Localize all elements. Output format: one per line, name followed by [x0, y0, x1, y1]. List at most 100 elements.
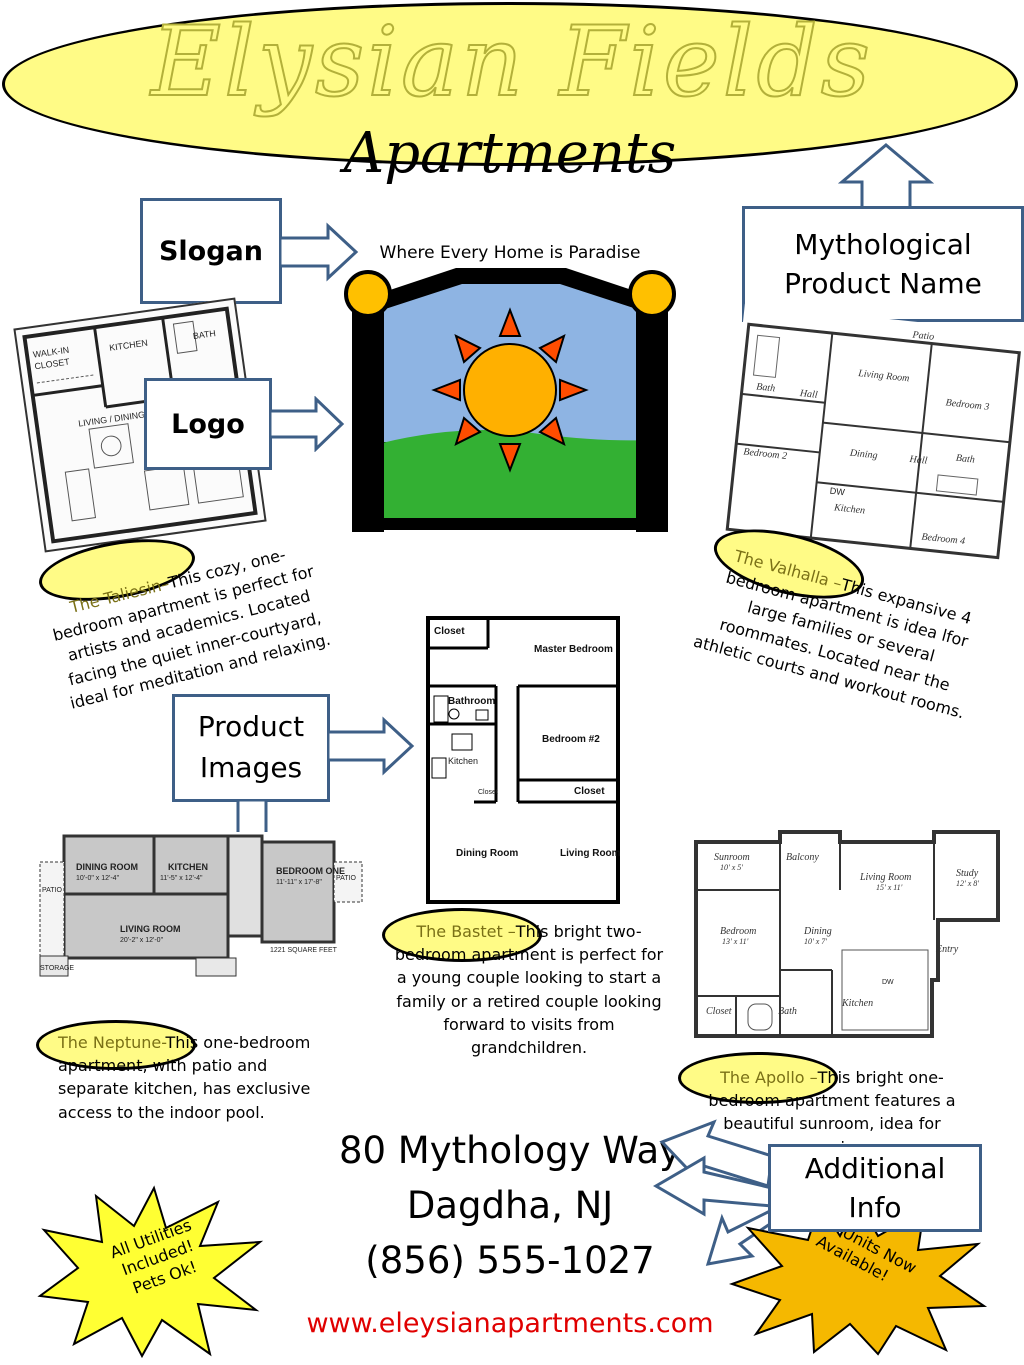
apollo-name: The Apollo –	[720, 1068, 818, 1087]
logo-callout-label: Logo	[171, 408, 245, 440]
logo-grass	[370, 430, 652, 518]
valhalla-patio-label: Patio	[911, 329, 935, 342]
apollo-balcony-label: Balcony	[786, 852, 819, 863]
valhalla-living-label: Living Room	[857, 368, 910, 384]
bastet-name: The Bastet –	[416, 922, 516, 941]
valhalla-dw-label: DW	[829, 486, 845, 498]
apollo-bedroom-label: Bedroom	[720, 926, 756, 937]
bastet-name-oval	[382, 908, 542, 962]
additional-info-callout-label: Additional Info	[804, 1151, 946, 1224]
logo-post-right	[636, 296, 668, 532]
slogan-callout-label: Slogan	[158, 235, 264, 267]
bastet-closet2-label: Closet	[478, 789, 498, 796]
apollo-sunroom-label: Sunroom	[714, 852, 750, 863]
valhalla-kitchen-label: Kitchen	[833, 502, 866, 516]
valhalla-bedroom4-label: Bedroom 4	[921, 532, 966, 548]
valhalla-bedroom2-label: Bedroom 2	[743, 446, 788, 462]
apollo-living-label: Living Room	[859, 872, 911, 883]
neptune-kitchen-label: KITCHEN	[168, 862, 208, 872]
valhalla-hall2-label: Hall	[908, 454, 928, 467]
logo-post-ball-right	[628, 270, 676, 318]
additional-info-callout: Additional Info	[768, 1144, 982, 1232]
neptune-floorplan: DINING ROOM 10'-0" x 12'-4" KITCHEN 11'-…	[36, 832, 364, 982]
bastet-closet-label: Closet	[434, 626, 465, 637]
neptune-sqft-label: 1221 SQUARE FEET	[270, 947, 338, 954]
product-name-callout: Mythological Product Name	[742, 206, 1024, 322]
taliesin-kitchen-label: KITCHEN	[109, 338, 149, 353]
utilities-burst	[37, 1185, 264, 1359]
bastet-floorplan: Closet Master Bedroom Bathroom Bedroom #…	[412, 612, 622, 908]
apollo-bath-label: Bath	[778, 1006, 797, 1017]
neptune-living-dim: 20'-2" x 12'-0"	[120, 937, 164, 944]
apollo-living-dim: 15' x 11'	[876, 883, 903, 892]
phone-line: (856) 555-1027	[365, 1238, 655, 1282]
valhalla-dining-label: Dining	[848, 448, 878, 462]
address-line: 80 Mythology Way	[338, 1129, 682, 1172]
neptune-patio-right: PATIO	[336, 875, 357, 882]
neptune-name: The Neptune-	[58, 1033, 166, 1052]
apartment-logo	[344, 268, 676, 532]
apollo-bedroom-dim: 13' x 11'	[722, 937, 749, 946]
apollo-dw-label: DW	[882, 979, 894, 986]
neptune-bedroom-label: BEDROOM ONE	[276, 866, 345, 876]
sun-disc	[463, 343, 557, 437]
neptune-dining-dim: 10'-0" x 12'-4"	[76, 875, 120, 882]
apollo-kitchen-label: Kitchen	[841, 998, 873, 1009]
page-title: Elysian Fields	[150, 6, 874, 118]
neptune-kitchen-dim: 11'-5" x 12'-4"	[160, 875, 203, 882]
website-link[interactable]: www.eleysianapartments.com	[306, 1308, 714, 1339]
apollo-dining-dim: 10' x 7'	[804, 937, 827, 946]
valhalla-hall-label: Hall	[798, 388, 818, 401]
bastet-dining-label: Dining Room	[456, 848, 518, 859]
address-block: 80 Mythology Way Dagdha, NJ (856) 555-10…	[300, 1124, 720, 1288]
bastet-bathroom-label: Bathroom	[448, 696, 495, 707]
apollo-name-oval	[678, 1052, 838, 1104]
slogan-arrow	[280, 222, 359, 282]
bastet-bedroom2-label: Bedroom #2	[542, 734, 600, 745]
page-subtitle: Apartments	[343, 121, 677, 186]
sun-icon	[431, 307, 589, 473]
product-images-arrow-right	[328, 716, 415, 776]
neptune-text: This one-bedroom apartment, with patio a…	[58, 1033, 311, 1122]
apollo-entry-label: Entry	[935, 944, 959, 955]
taliesin-floorplan: WALK-IN CLOSET KITCHEN BATH LIVING / DIN…	[13, 297, 267, 553]
product-name-callout-label: Mythological Product Name	[784, 227, 982, 300]
neptune-name-oval	[36, 1020, 196, 1070]
neptune-description: The Neptune-This one-bedroom apartment, …	[58, 1031, 342, 1124]
additional-info-arrows	[653, 1119, 778, 1266]
taliesin-bath-label: BATH	[192, 328, 216, 341]
slogan-callout: Slogan	[140, 198, 282, 304]
apollo-description: The Apollo –This bright one-bedroom apar…	[704, 1066, 960, 1160]
valhalla-bedroom3-label: Bedroom 3	[945, 397, 990, 413]
logo-arrow	[270, 396, 345, 452]
logo-post-ball-left	[344, 270, 392, 318]
logo-post-left	[352, 296, 384, 532]
apollo-closet-label: Closet	[706, 1006, 732, 1017]
apollo-sunroom-dim: 10' x 5'	[720, 863, 743, 872]
slogan-text: Where Every Home is Paradise	[379, 243, 641, 263]
taliesin-closet-label: CLOSET	[34, 356, 71, 371]
neptune-patio-left: PATIO	[42, 887, 63, 894]
apollo-study-dim: 12' x 8'	[956, 879, 979, 888]
apollo-dining-label: Dining	[803, 926, 832, 937]
bastet-master-label: Master Bedroom	[534, 644, 613, 655]
product-name-arrow	[838, 143, 934, 210]
valhalla-floorplan: Patio Living Room Bath Hall Bedroom 3 Be…	[720, 303, 1024, 565]
new-units-burst	[728, 1197, 988, 1356]
neptune-living-label: LIVING ROOM	[120, 924, 181, 934]
valhalla-bath2-label: Bath	[955, 453, 975, 466]
apollo-floorplan: Sunroom 10' x 5' Balcony Living Room 15'…	[692, 830, 1002, 1040]
title-oval	[2, 2, 1018, 166]
city-line: Dagdha, NJ	[406, 1183, 614, 1227]
neptune-dining-label: DINING ROOM	[76, 862, 138, 872]
product-images-callout-label: Product Images	[197, 710, 305, 784]
product-images-callout: Product Images	[172, 694, 330, 802]
neptune-bedroom-dim: 11'-11" x 17'-8"	[276, 879, 322, 886]
logo-callout: Logo	[144, 378, 272, 470]
bastet-text: This bright two-bedroom apartment is per…	[394, 922, 664, 1057]
apollo-study-label: Study	[956, 868, 979, 879]
neptune-storage-label: STORAGE	[40, 965, 74, 972]
valhalla-bath-label: Bath	[756, 381, 776, 394]
bastet-closet3-label: Closet	[574, 786, 605, 797]
bastet-living-label: Living Room	[560, 848, 621, 859]
